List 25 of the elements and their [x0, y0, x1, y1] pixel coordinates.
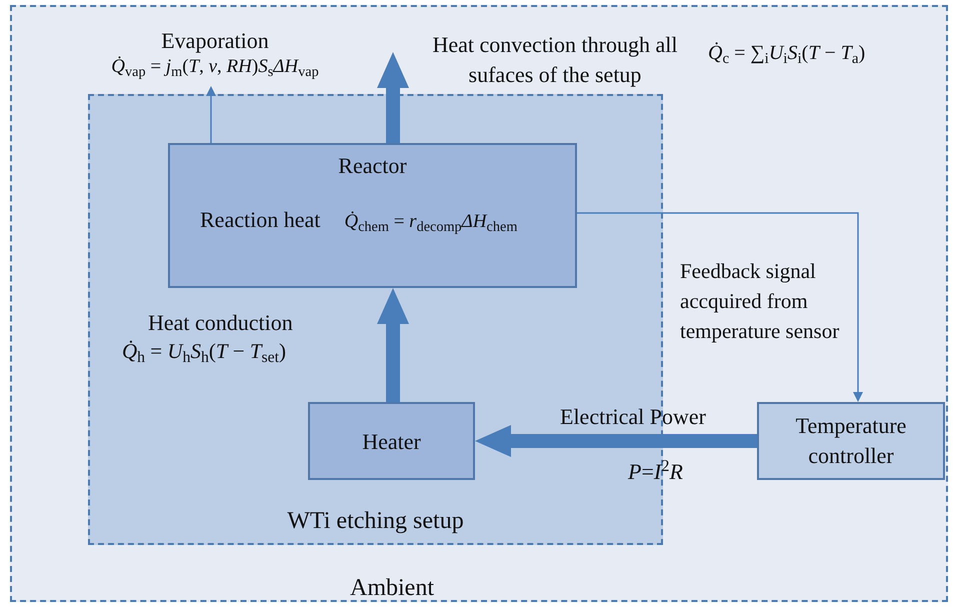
process-box — [308, 402, 475, 480]
arrow — [377, 288, 409, 402]
annotation: Heat convection through all sufaces of the setup — [432, 31, 678, 89]
box-title: Reactor — [337, 152, 408, 180]
formula: P=I$^{2}$R — [628, 458, 683, 486]
box-text: Reaction heat — [200, 206, 320, 234]
ambient-region — [10, 5, 948, 602]
annotation: Heat conduction — [148, 309, 293, 337]
region-label: Ambient — [349, 574, 435, 603]
arrow — [377, 52, 409, 143]
annotation: Evaporation — [161, 28, 269, 54]
formula: Q̇$_{chem}$ = r$_{decomp}$ΔH$_{chem}$ — [344, 210, 518, 236]
box-label: Heater — [361, 428, 422, 456]
arrow — [475, 425, 757, 457]
region-label: WTi etching setup — [286, 507, 465, 536]
arrow — [577, 212, 863, 402]
process-box — [757, 402, 945, 480]
arrow — [206, 86, 216, 143]
formula: Q̇$_{h}$ = U$_{h}$S$_{h}$(T − T$_{set}$) — [122, 338, 286, 368]
process-box — [168, 143, 577, 288]
edge-label: Electrical Power — [560, 404, 706, 430]
formula: Q̇$_{c}$ = ∑$_{i}$U$_{i}$S$_{i}$(T − T$_{a}$) — [708, 41, 866, 68]
formula: Q̇$_{vap}$ = j$_{m}$(T, v, RH)S$_{s}$ΔH$_{vap}$ — [111, 55, 319, 80]
edge-label: Feedback signal accquired from temperature sensor — [680, 258, 840, 345]
box-label: Temperature controller — [794, 412, 908, 470]
